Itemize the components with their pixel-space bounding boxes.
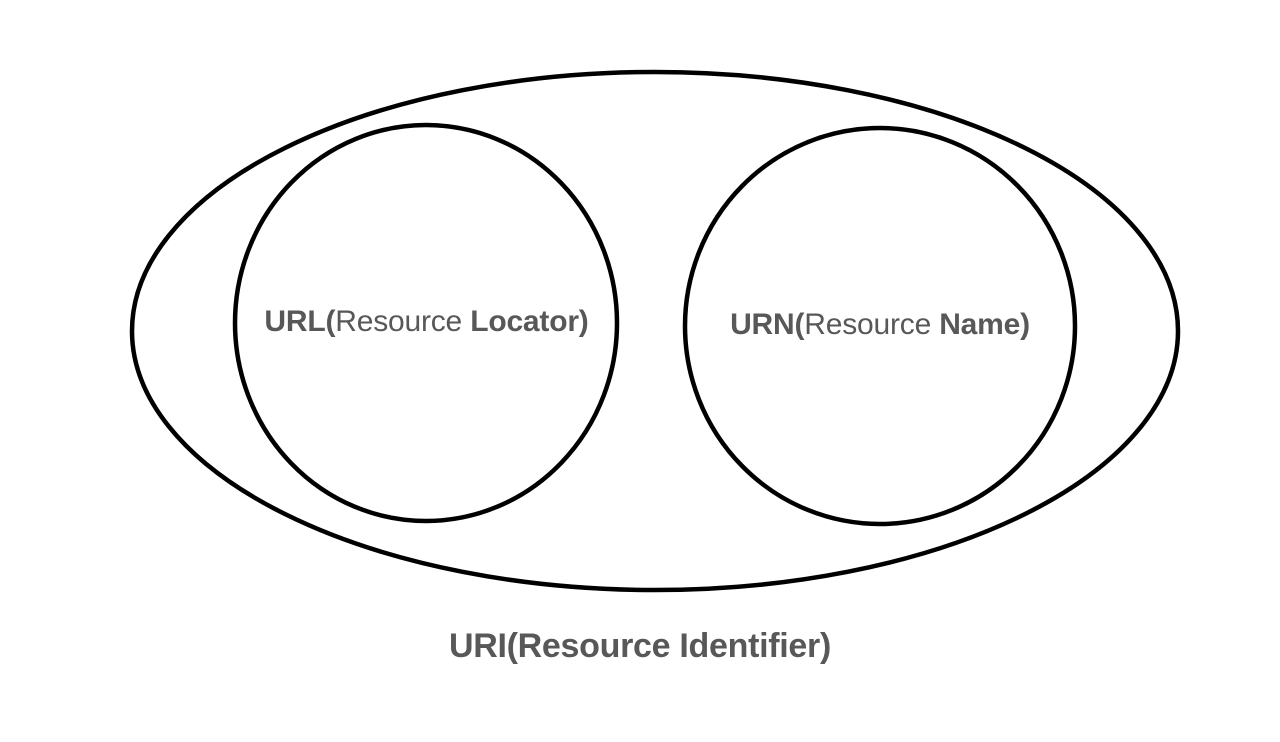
url-label-suffix: Locator) xyxy=(470,305,589,338)
url-label: URL(Resource Locator) xyxy=(235,300,618,344)
uri-caption: URI(Resource Identifier) xyxy=(449,627,831,665)
uri-outer-ellipse xyxy=(129,69,1181,593)
urn-label-suffix: Name) xyxy=(939,308,1030,341)
url-label-prefix: URL( xyxy=(264,305,336,338)
urn-label-prefix: URN( xyxy=(730,308,805,341)
urn-label-middle: Resource xyxy=(804,308,940,341)
urn-label: URN(Resource Name) xyxy=(685,303,1075,347)
url-inner-circle xyxy=(232,122,620,524)
urn-inner-circle xyxy=(682,125,1078,527)
url-label-middle: Resource xyxy=(335,305,471,338)
